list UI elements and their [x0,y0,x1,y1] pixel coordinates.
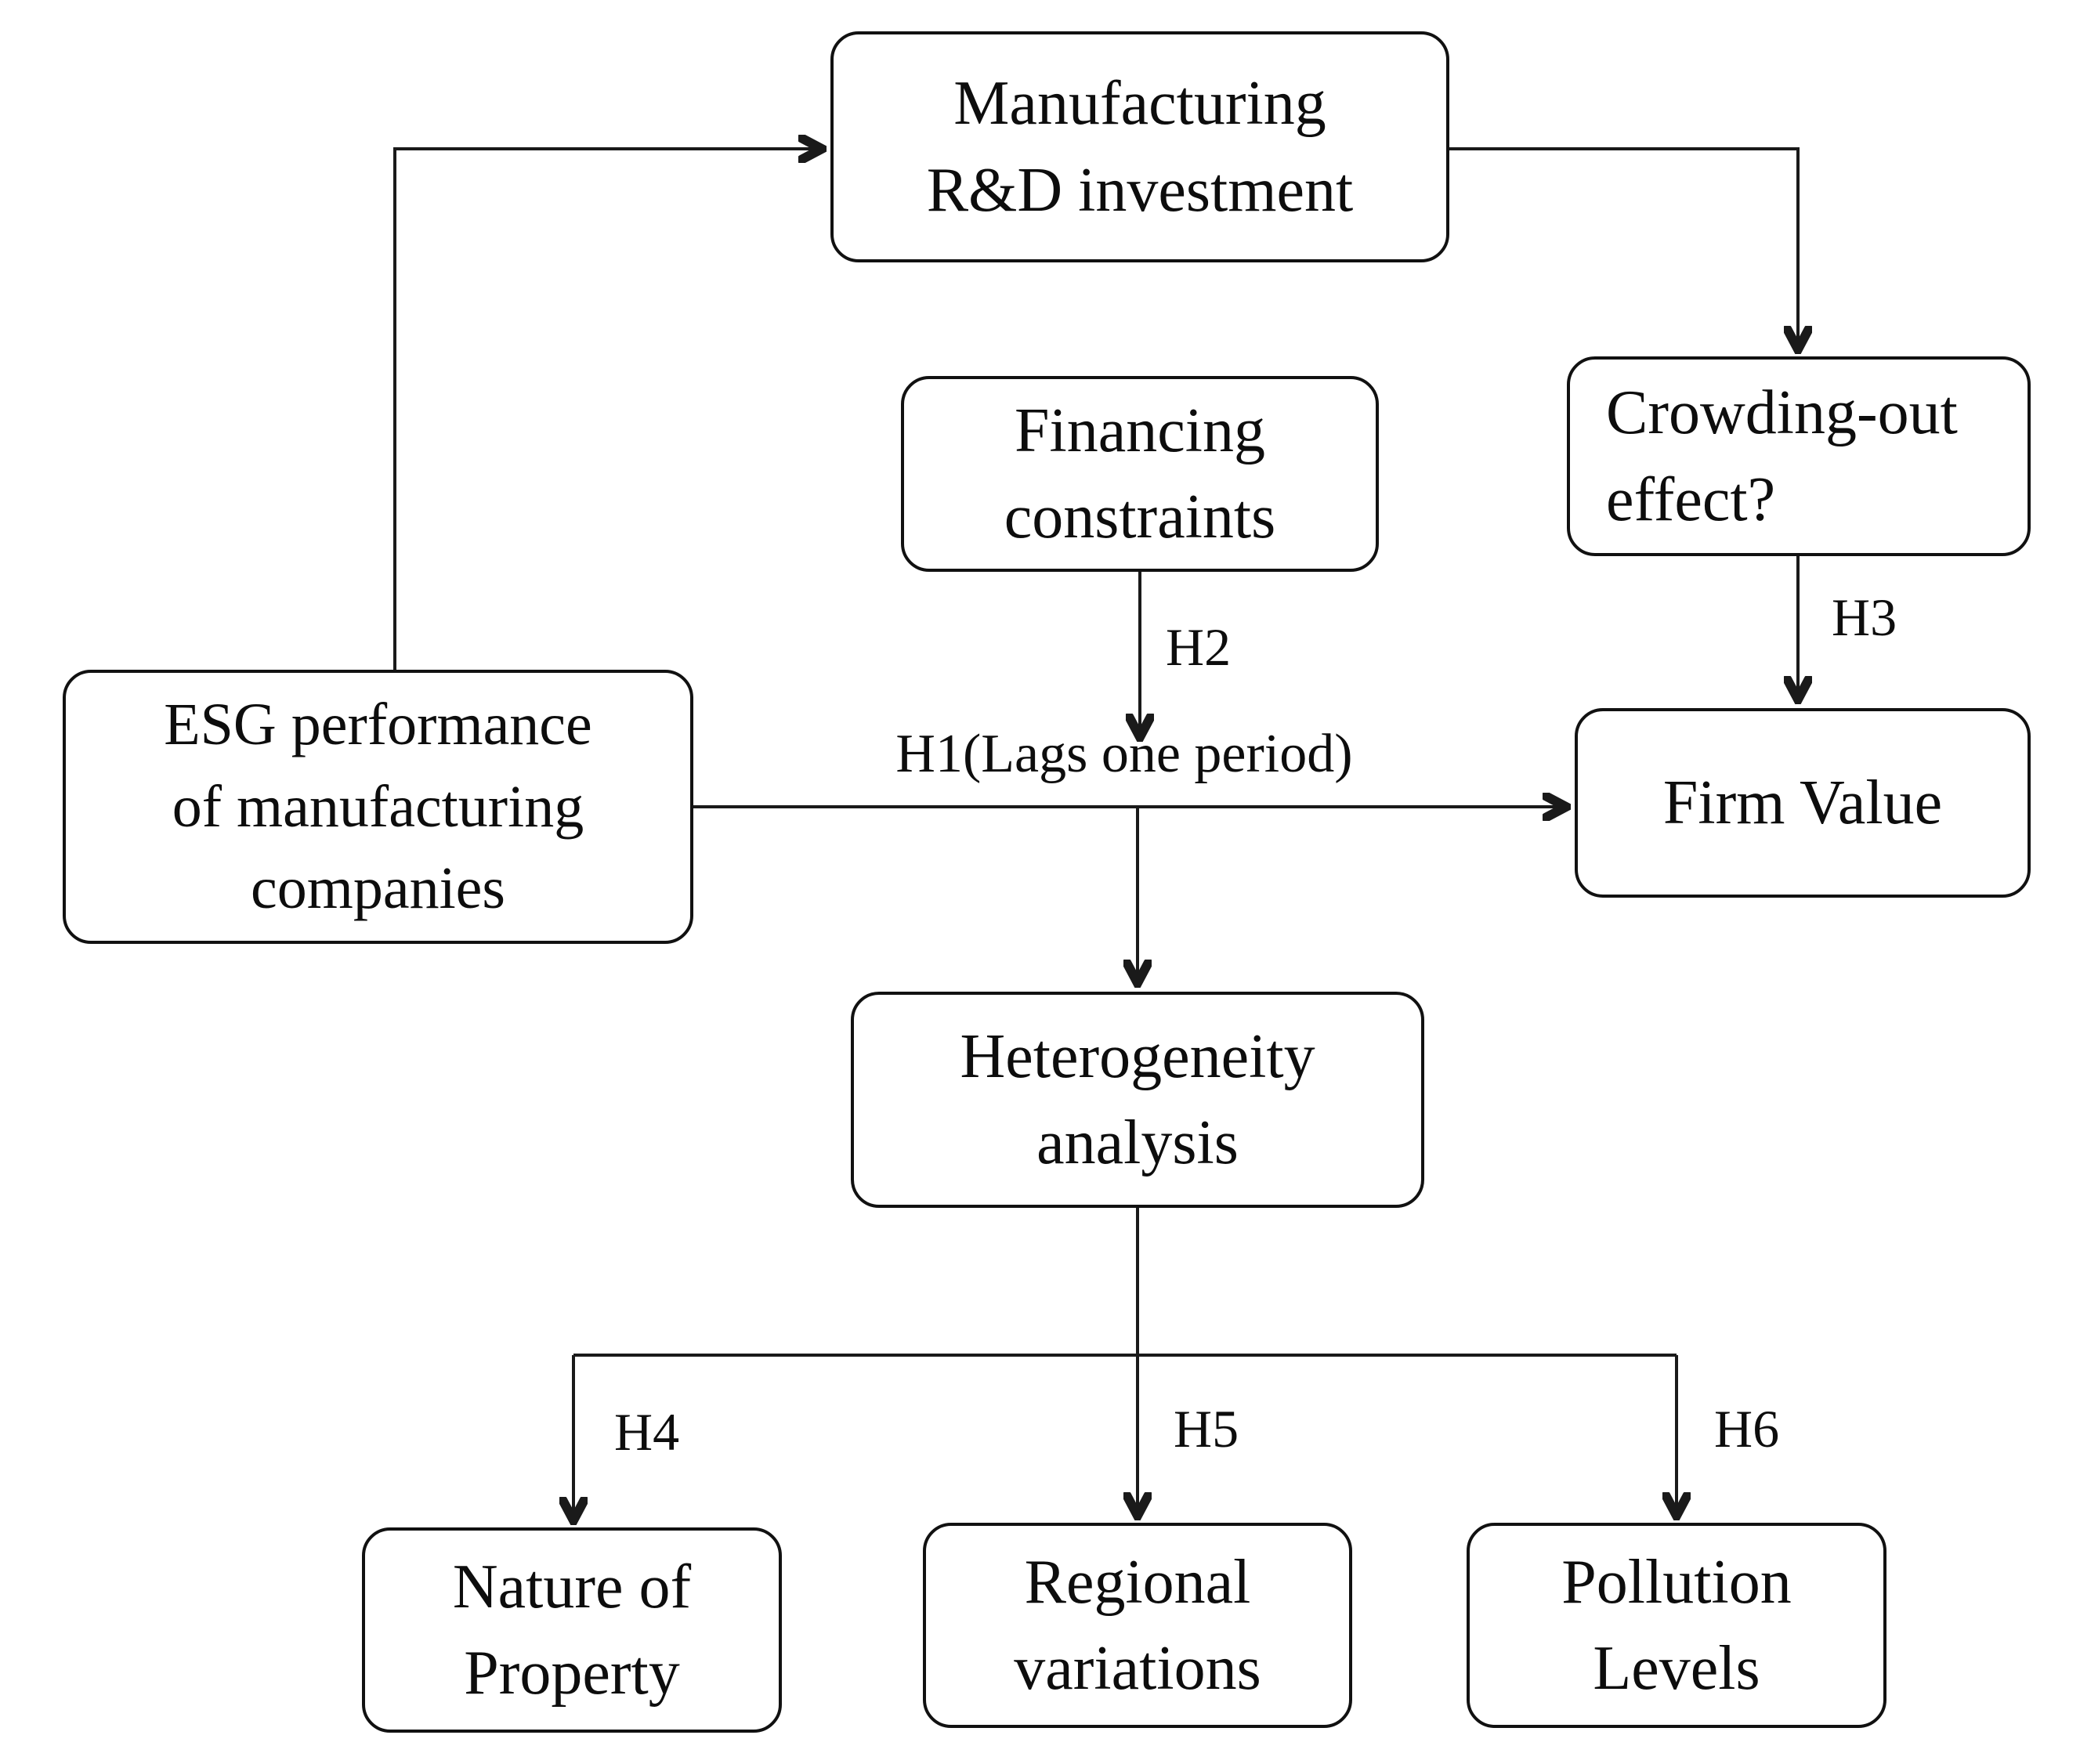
edge-esg-to-manufacturing-arrow [393,149,819,670]
edge-label-h4: H4 [614,1402,680,1462]
edge-label-h1: H1(Lags one period) [895,724,1353,784]
node-firm-value: Firm Value [1575,708,2031,898]
edge-manufacturing-to-crowding-arrow [1449,147,1798,347]
edge-heterogeneity-branch-line [573,1208,1677,1357]
edge-label-h2: H2 [1166,617,1232,677]
node-esg-performance: ESG performance of manufacturing compani… [63,670,693,944]
edge-label-h5: H5 [1174,1399,1239,1459]
node-financing-constraints: Financing constraints [901,376,1379,572]
node-crowding-out-effect: Crowding-out effect? [1567,356,2031,556]
node-nature-of-property: Nature of Property [362,1527,782,1733]
edge-label-h3: H3 [1832,587,1897,647]
node-pollution-levels: Pollution Levels [1467,1523,1886,1728]
edge-label-h6: H6 [1714,1399,1780,1459]
node-heterogeneity-analysis: Heterogeneity analysis [851,992,1424,1208]
node-regional-variations: Regional variations [923,1523,1352,1728]
node-manufacturing-rd-investment: Manufacturing R&D investment [830,31,1449,262]
